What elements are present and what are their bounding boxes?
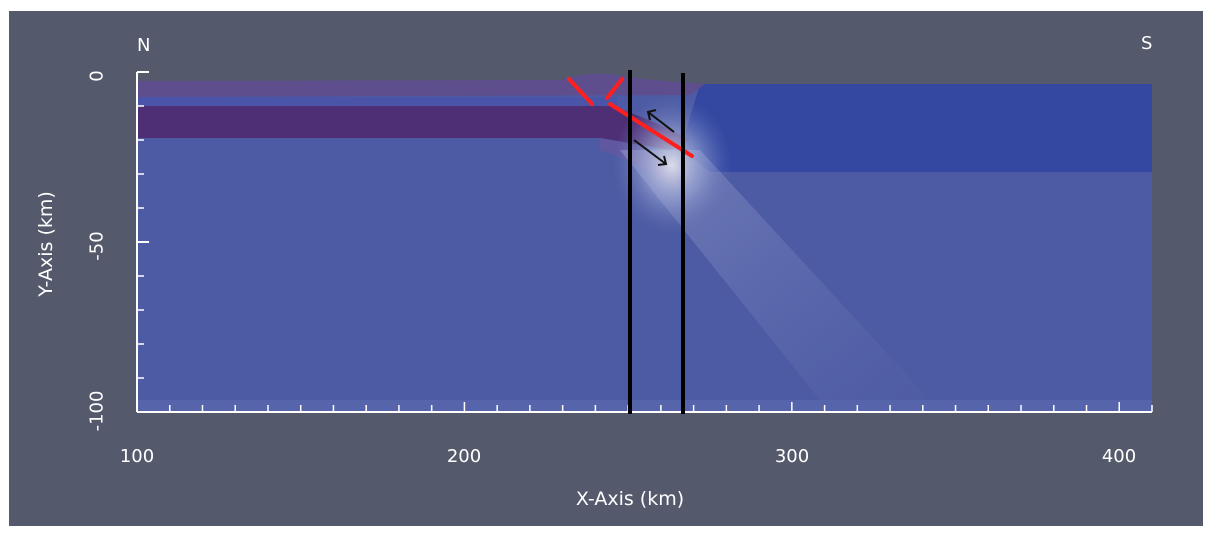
y-tick-label-0: 0 [86, 70, 108, 82]
y-axis-title: Y-Axis (km) [35, 191, 57, 297]
shear-arrow-up [646, 109, 675, 133]
thin-blue-band [137, 97, 617, 106]
upper-layer [137, 73, 705, 97]
hot-spot [612, 95, 732, 235]
x-tick-label-0: 100 [119, 446, 155, 467]
lower-crust [137, 106, 690, 150]
x-tick-label-1: 200 [446, 446, 482, 467]
x-axis-title: X-Axis (km) [575, 488, 685, 510]
fault-line-2 [605, 77, 624, 100]
y-tick-label-1: -50 [86, 231, 108, 261]
fault-line-3 [608, 102, 694, 158]
shear-arrow-down [633, 139, 668, 166]
x-tick-label-2: 300 [774, 446, 810, 467]
x-tick-label-3: 400 [1101, 446, 1137, 467]
fault-line-1 [567, 77, 594, 106]
minor-ticks [136, 71, 1153, 413]
mantle-bottom-band [137, 400, 1152, 412]
corner-label-south: S [1141, 33, 1153, 54]
right-plate [680, 84, 1152, 172]
y-tick-label-2: -100 [86, 390, 108, 432]
corner-label-north: N [137, 35, 151, 56]
